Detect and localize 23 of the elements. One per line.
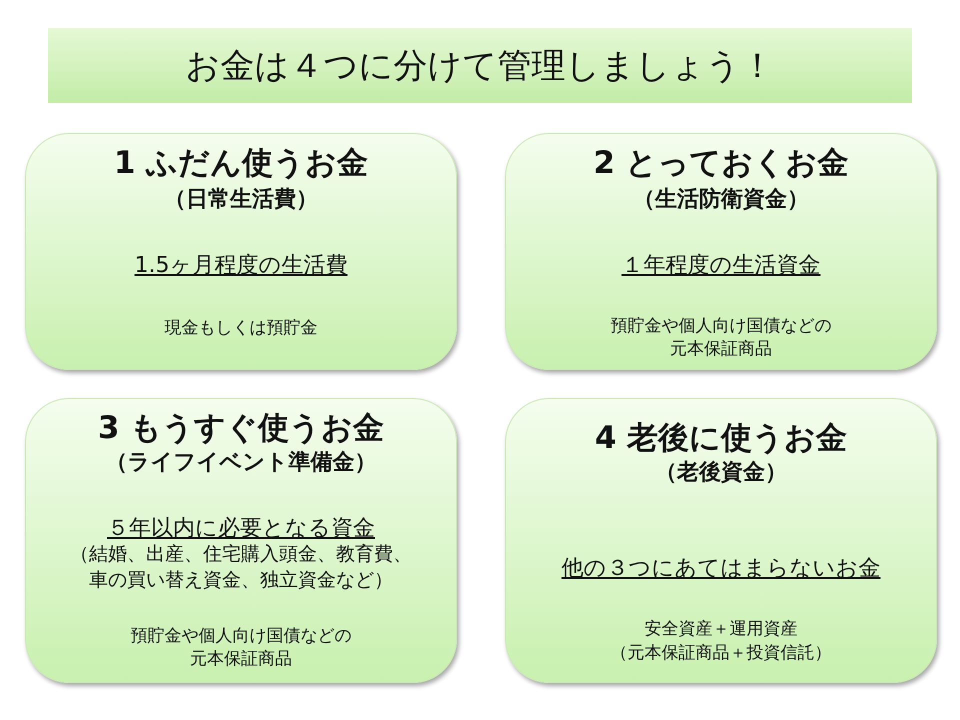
rounded-card [25,133,457,370]
card-heading: 3 もうすぐ使うお金 [98,409,384,448]
card-subheading: （日常生活費） [164,186,318,214]
note-text: 預貯金や個人向け国債などの元本保証商品 [129,625,352,670]
title-text: お金は４つに分けて管理しましょう！ [186,44,774,88]
rounded-card [505,133,937,370]
card-heading: 1 ふだん使うお金 [114,144,368,183]
note-text: （結婚、出産、住宅購入頭金、教育費、車の買い替え資金、独立資金など） [69,542,413,593]
amount-text: ５年以内に必要となる資金 [107,515,375,543]
card-subheading: （ライフイベント準備金） [106,449,376,477]
rounded-card [25,398,457,683]
rounded-card [505,398,937,683]
note-text: （元本保証商品＋投資信託） [610,642,832,664]
amount-text: 1.5ヶ月程度の生活費 [134,252,348,280]
note-text: 預貯金や個人向け国債などの元本保証商品 [609,315,832,360]
card-heading: 4 老後に使うお金 [594,419,848,458]
amount-text: 他の３つにあてはまらないお金 [562,555,880,583]
note-text: 安全資産＋運用資産 [644,618,798,640]
card-subheading: （老後資金） [655,459,787,487]
note-text: 現金もしくは預貯金 [164,317,318,339]
card-subheading: （生活防衛資金） [633,186,809,214]
amount-text: １年程度の生活資金 [622,252,820,280]
card-heading: 2 とっておくお金 [593,144,849,183]
